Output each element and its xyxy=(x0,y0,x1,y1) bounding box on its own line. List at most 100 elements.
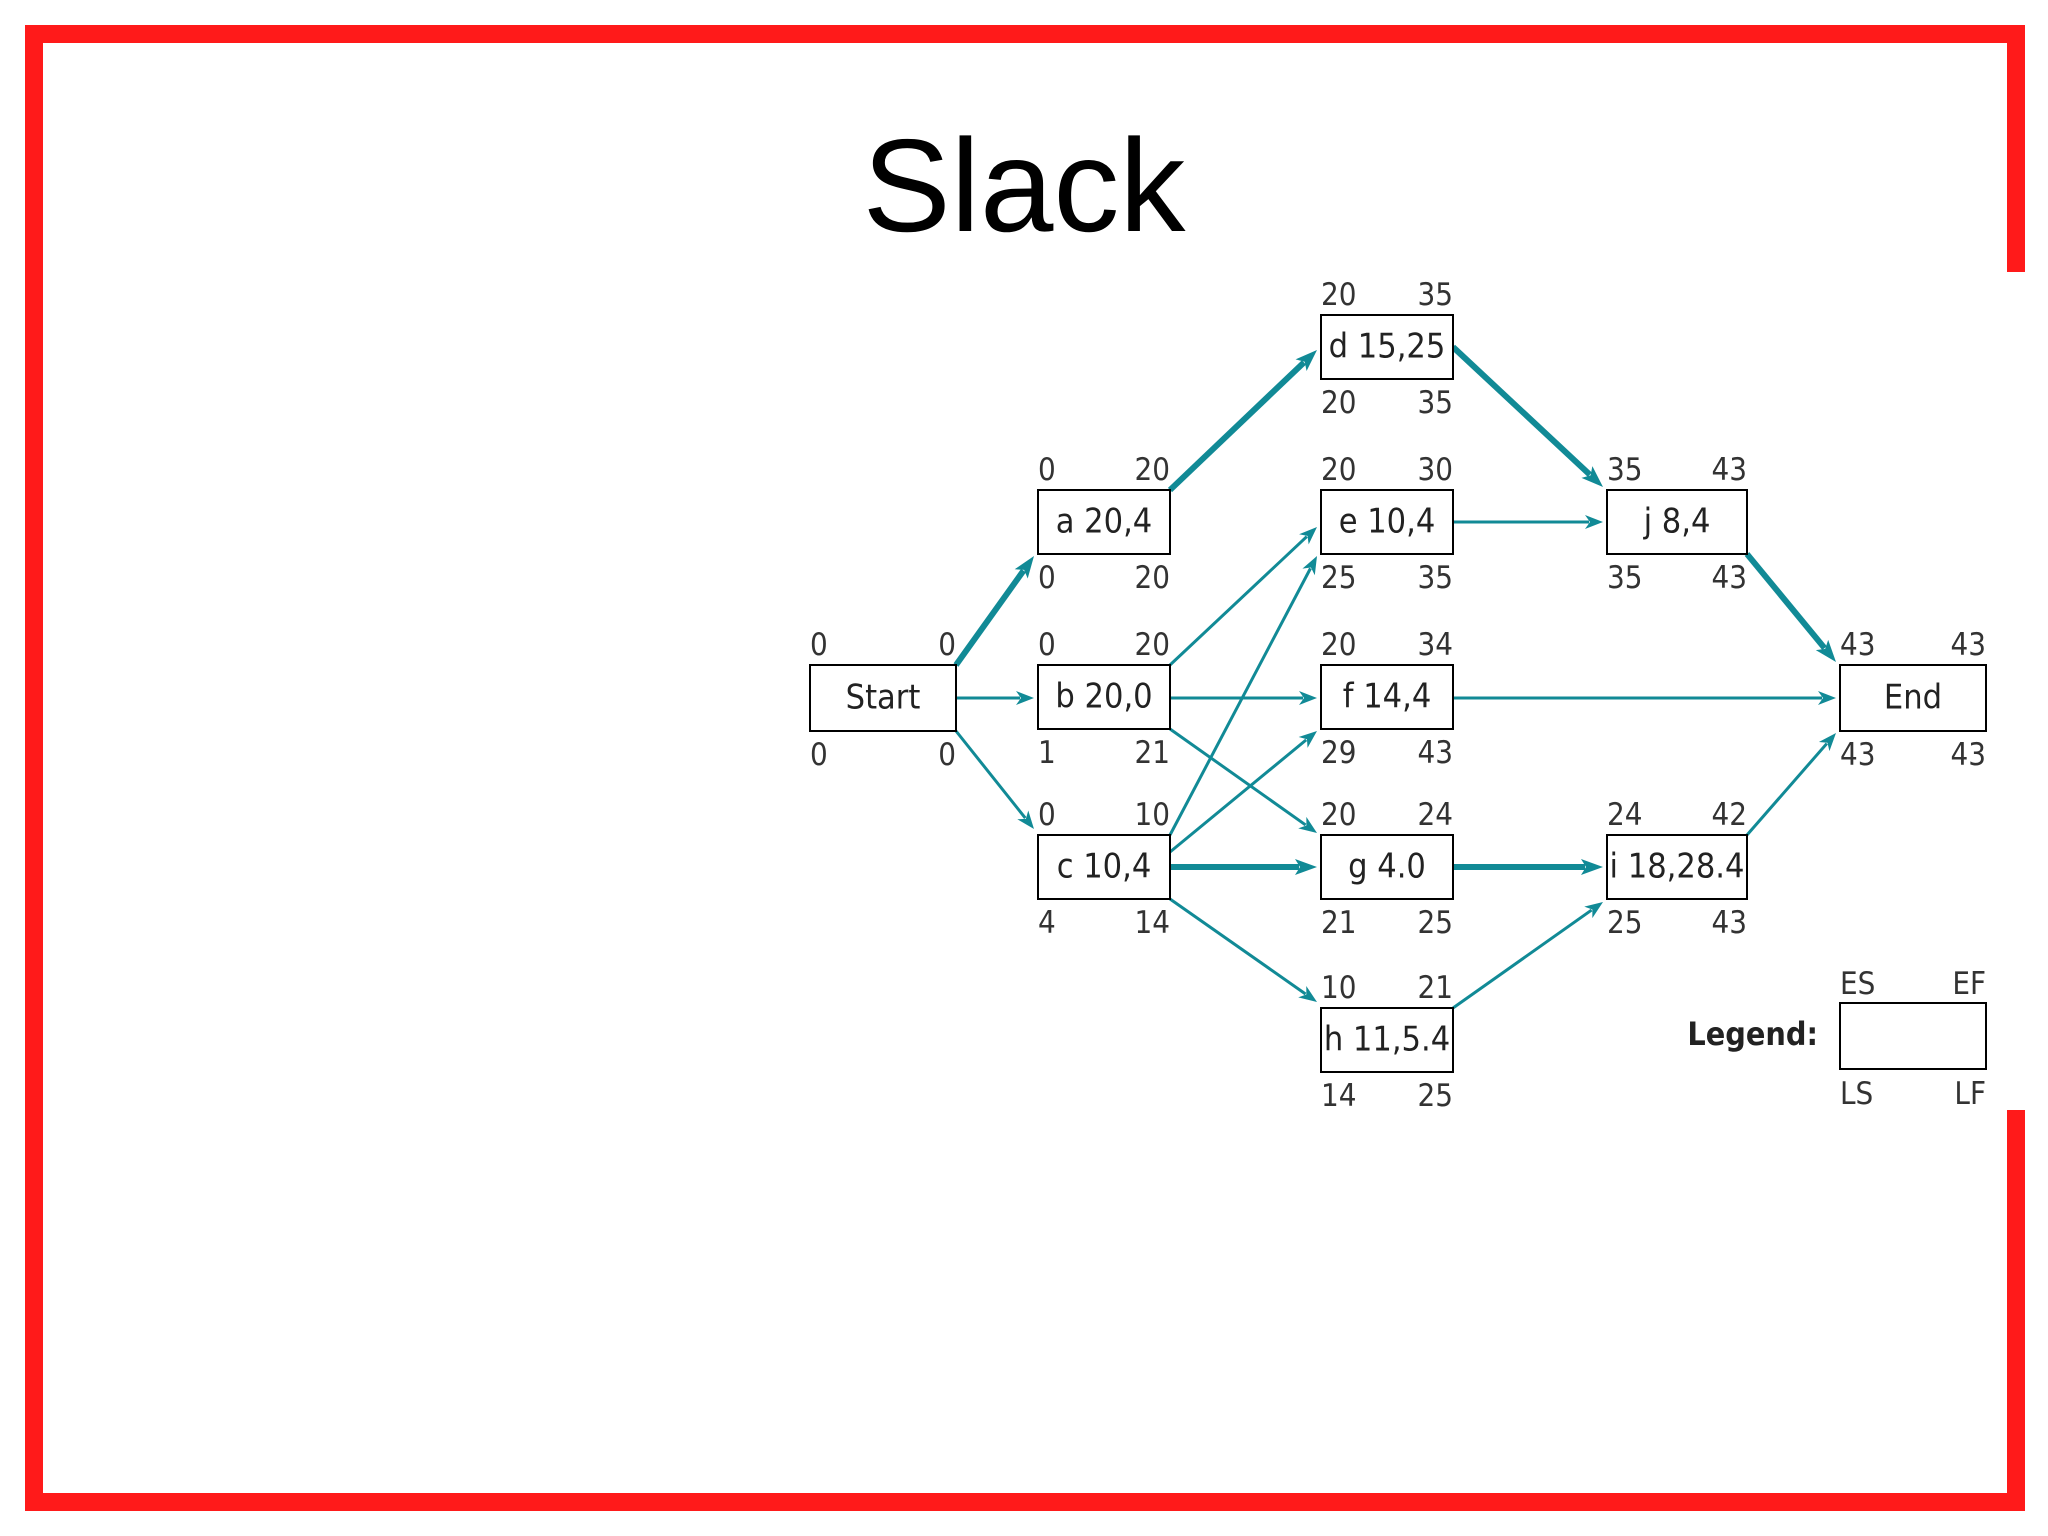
node-ef-value: 0 xyxy=(938,627,956,663)
node-lf-value: 43 xyxy=(1712,905,1747,941)
legend: Legend: ES EF LS LF xyxy=(1687,966,1987,1112)
node-lf-value: 25 xyxy=(1418,1078,1453,1114)
node-box xyxy=(1606,834,1748,900)
node-ef-value: 43 xyxy=(1712,452,1747,488)
legend-box xyxy=(1839,1002,1987,1070)
arrow-start-to-c xyxy=(954,730,1027,819)
arrowhead-b-to-e xyxy=(1299,527,1317,545)
arrow-d-to-j xyxy=(1450,344,1592,477)
legend-lf: LF xyxy=(1954,1076,1986,1112)
node-es-value: 35 xyxy=(1607,452,1642,488)
node-label: f 14,4 xyxy=(1343,677,1432,717)
node-label: i 18,28.4 xyxy=(1610,847,1745,887)
node-label: e 10,4 xyxy=(1339,502,1436,542)
slide-title: Slack xyxy=(862,112,1186,259)
node-box xyxy=(1320,834,1454,900)
arrow-j-to-end xyxy=(1744,552,1827,651)
node-ls-value: 43 xyxy=(1840,737,1875,773)
arrowhead-e-to-j xyxy=(1585,515,1603,529)
node-es-value: 20 xyxy=(1321,277,1356,313)
activity-node-e: e 10,4 20 30 25 35 xyxy=(1320,452,1454,596)
node-box xyxy=(809,664,957,732)
node-lf-value: 25 xyxy=(1418,905,1453,941)
arrowhead-j-to-end xyxy=(1815,639,1836,662)
node-ls-value: 35 xyxy=(1607,560,1642,596)
activity-node-j: j 8,435 43 35 43 xyxy=(1606,452,1748,596)
frame-line-left-top-bottom xyxy=(25,25,2025,1511)
node-es-value: 10 xyxy=(1321,970,1356,1006)
node-ef-value: 24 xyxy=(1418,797,1453,833)
arrow-a-to-d xyxy=(1167,360,1307,493)
node-es-value: 20 xyxy=(1321,452,1356,488)
arrowhead-start-to-a xyxy=(1014,556,1034,579)
node-lf-value: 35 xyxy=(1418,560,1453,596)
arrowhead-h-to-i xyxy=(1584,902,1603,919)
node-ef-value: 20 xyxy=(1135,627,1170,663)
node-es-value: 0 xyxy=(1038,627,1056,663)
activity-node-start: Start 0 0 0 0 xyxy=(809,627,957,773)
arrow-c-to-e xyxy=(1168,567,1312,836)
node-box xyxy=(1037,664,1171,730)
node-ef-value: 30 xyxy=(1418,452,1453,488)
node-box xyxy=(1320,664,1454,730)
node-label: a 20,4 xyxy=(1056,502,1153,542)
node-ef-value: 21 xyxy=(1418,970,1453,1006)
node-label: Start xyxy=(846,678,921,718)
arrow-start-to-a xyxy=(953,568,1026,667)
arrowhead-f-to-end xyxy=(1818,691,1836,705)
arrowhead-d-to-j xyxy=(1581,466,1603,487)
node-label: d 15,25 xyxy=(1329,327,1446,367)
node-ls-value: 0 xyxy=(810,737,828,773)
node-label: j 8,4 xyxy=(1643,502,1711,542)
node-label: c 10,4 xyxy=(1057,847,1152,887)
arrowhead-a-to-d xyxy=(1295,350,1317,371)
node-ls-value: 1 xyxy=(1038,735,1056,771)
arrowhead-start-to-b xyxy=(1016,691,1034,705)
node-lf-value: 0 xyxy=(938,737,956,773)
node-es-value: 0 xyxy=(1038,452,1056,488)
node-lf-value: 35 xyxy=(1418,385,1453,421)
node-box xyxy=(1037,834,1171,900)
arrowhead-start-to-c xyxy=(1017,810,1034,829)
node-lf-value: 43 xyxy=(1951,737,1986,773)
node-box xyxy=(1320,489,1454,555)
arrowhead-c-to-g xyxy=(1295,859,1317,875)
node-ls-value: 25 xyxy=(1607,905,1642,941)
legend-ef: EF xyxy=(1952,966,1986,1002)
legend-title: Legend: xyxy=(1687,1015,1818,1053)
node-es-value: 0 xyxy=(1038,797,1056,833)
node-ls-value: 0 xyxy=(1038,560,1056,596)
node-ls-value: 25 xyxy=(1321,560,1356,596)
node-label: End xyxy=(1884,678,1942,718)
arrow-c-to-h xyxy=(1169,897,1307,996)
node-es-value: 0 xyxy=(810,627,828,663)
node-ef-value: 34 xyxy=(1418,627,1453,663)
edges-layer xyxy=(953,344,1836,1010)
node-lf-value: 43 xyxy=(1712,560,1747,596)
arrowhead-c-to-f xyxy=(1298,731,1317,748)
activity-node-i: i 18,28.4 24 42 25 43 xyxy=(1606,797,1748,941)
legend-es: ES xyxy=(1840,966,1875,1002)
arrowhead-i-to-end xyxy=(1818,733,1836,752)
node-ef-value: 42 xyxy=(1712,797,1747,833)
node-ef-value: 35 xyxy=(1418,277,1453,313)
node-es-value: 20 xyxy=(1321,627,1356,663)
legend-ls: LS xyxy=(1840,1076,1873,1112)
node-es-value: 20 xyxy=(1321,797,1356,833)
arrowhead-c-to-h xyxy=(1298,985,1317,1002)
node-lf-value: 21 xyxy=(1135,735,1170,771)
node-box xyxy=(1839,664,1987,732)
arrow-b-to-g xyxy=(1169,727,1307,827)
node-es-value: 24 xyxy=(1607,797,1642,833)
